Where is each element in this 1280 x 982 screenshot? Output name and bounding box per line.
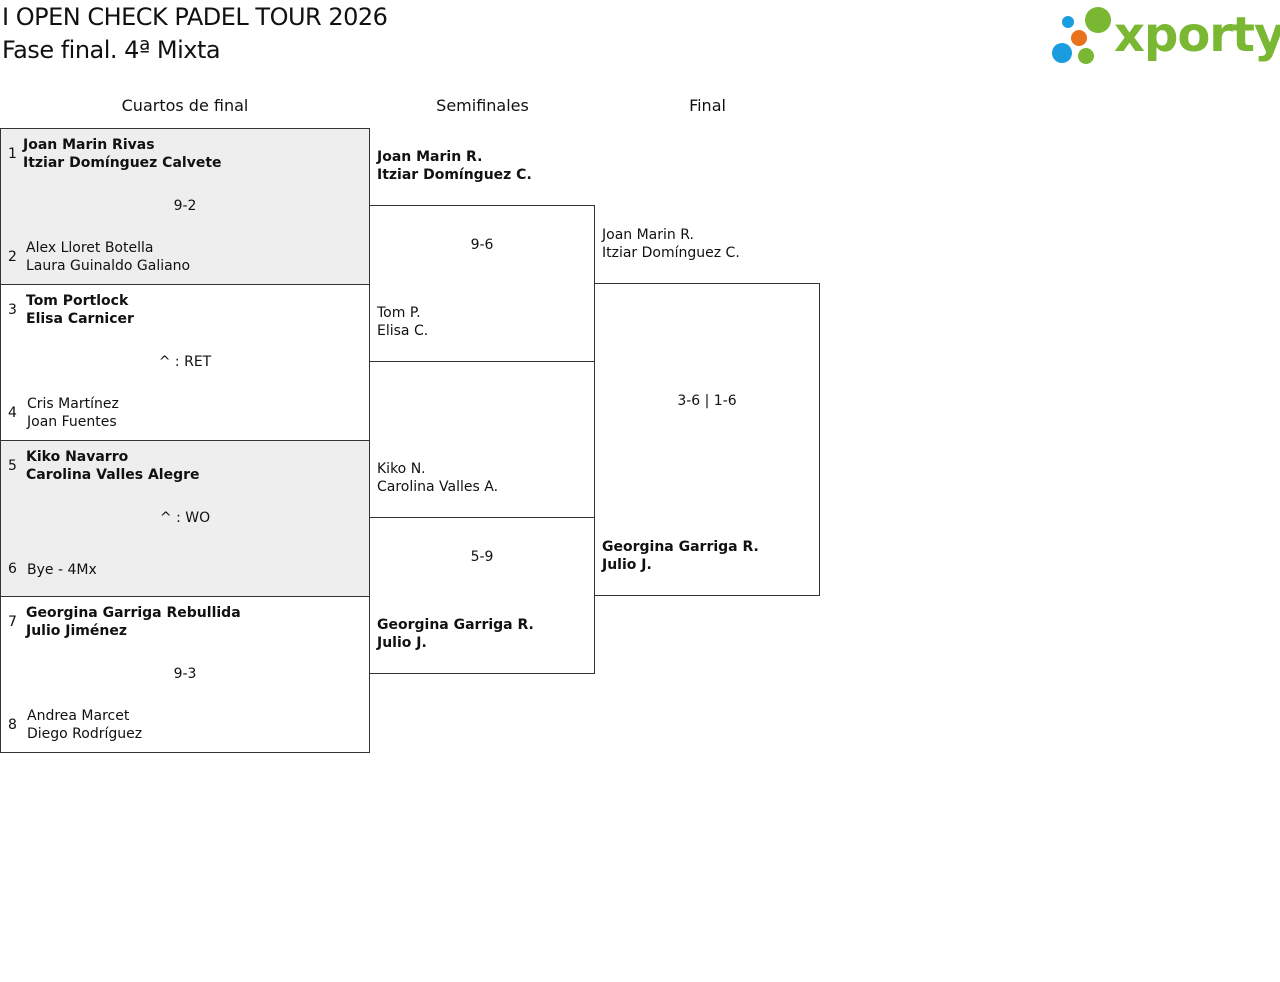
player-name: Julio J. bbox=[377, 635, 427, 651]
player-name: Joan Marin R. bbox=[602, 227, 694, 243]
quarterfinal-match-3[interactable]: 5 Kiko Navarro Carolina Valles Alegre ^ … bbox=[0, 440, 370, 597]
player-name: Andrea Marcet bbox=[27, 708, 130, 724]
player-name: Joan Fuentes bbox=[27, 414, 117, 430]
player-name: Itziar Domínguez C. bbox=[602, 245, 740, 261]
quarterfinal-match-2[interactable]: 3 Tom Portlock Elisa Carnicer ^ : RET 4 … bbox=[0, 284, 370, 441]
quarterfinal-match-1[interactable]: 1 Joan Marin Rivas Itziar Domínguez Calv… bbox=[0, 128, 370, 285]
quarterfinal-match-4[interactable]: 7 Georgina Garriga Rebullida Julio Jimén… bbox=[0, 596, 370, 753]
player-name: Elisa C. bbox=[377, 323, 429, 339]
column-header-semifinals: Semifinales bbox=[436, 96, 529, 115]
final-match[interactable]: 3-6 | 1-6 Georgina Garriga R. Julio J. bbox=[594, 283, 820, 596]
match-score: ^ : RET bbox=[158, 354, 212, 370]
semifinal-match-2[interactable]: 5-9 Georgina Garriga R. Julio J. bbox=[369, 517, 595, 674]
player-name: Tom P. bbox=[377, 305, 421, 321]
player-name: Carolina Valles Alegre bbox=[26, 467, 200, 483]
player-name: Tom Portlock bbox=[26, 293, 129, 309]
match-score: 3-6 | 1-6 bbox=[677, 393, 737, 409]
player-name: Diego Rodríguez bbox=[27, 726, 143, 742]
seed-number: 2 bbox=[8, 249, 17, 265]
match-score: 5-9 bbox=[470, 549, 494, 565]
player-name: Kiko Navarro bbox=[26, 449, 129, 465]
match-score: 9-6 bbox=[470, 237, 494, 253]
match-score: 9-3 bbox=[173, 666, 197, 682]
player-name: Bye - 4Mx bbox=[27, 562, 97, 578]
column-header-quarterfinals: Cuartos de final bbox=[121, 96, 249, 115]
xporty-logo[interactable]: xporty bbox=[1050, 4, 1280, 66]
player-name: Julio Jiménez bbox=[26, 623, 127, 639]
logo-dots-icon bbox=[1052, 7, 1111, 64]
player-name: Laura Guinaldo Galiano bbox=[26, 258, 191, 274]
player-name: Joan Marin Rivas bbox=[23, 137, 155, 153]
seed-number: 1 bbox=[8, 146, 17, 162]
player-name: Carolina Valles A. bbox=[377, 479, 499, 495]
player-name: Kiko N. bbox=[377, 461, 426, 477]
match-score: ^ : WO bbox=[159, 510, 211, 526]
seed-number: 4 bbox=[8, 405, 17, 421]
seed-number: 6 bbox=[8, 561, 17, 577]
seed-number: 3 bbox=[8, 302, 17, 318]
match-score: 9-2 bbox=[173, 198, 197, 214]
page-title: I OPEN CHECK PADEL TOUR 2026 bbox=[2, 3, 388, 31]
player-name: Joan Marin R. bbox=[377, 149, 483, 165]
seed-number: 7 bbox=[8, 614, 17, 630]
seed-number: 8 bbox=[8, 717, 17, 733]
player-name: Georgina Garriga R. bbox=[377, 617, 534, 633]
seed-number: 5 bbox=[8, 458, 17, 474]
player-name: Itziar Domínguez Calvete bbox=[23, 155, 222, 171]
player-name: Alex Lloret Botella bbox=[26, 240, 154, 256]
player-name: Cris Martínez bbox=[27, 396, 119, 412]
player-name: Elisa Carnicer bbox=[26, 311, 134, 327]
semifinal-match-1[interactable]: 9-6 Tom P. Elisa C. bbox=[369, 205, 595, 362]
page-subtitle: Fase final. 4ª Mixta bbox=[2, 36, 221, 64]
player-name: Georgina Garriga R. bbox=[602, 539, 759, 555]
player-name: Georgina Garriga Rebullida bbox=[26, 605, 241, 621]
logo-wordmark: xporty bbox=[1114, 7, 1280, 63]
column-header-final: Final bbox=[689, 96, 726, 115]
player-name: Julio J. bbox=[602, 557, 652, 573]
player-name: Itziar Domínguez C. bbox=[377, 167, 532, 183]
